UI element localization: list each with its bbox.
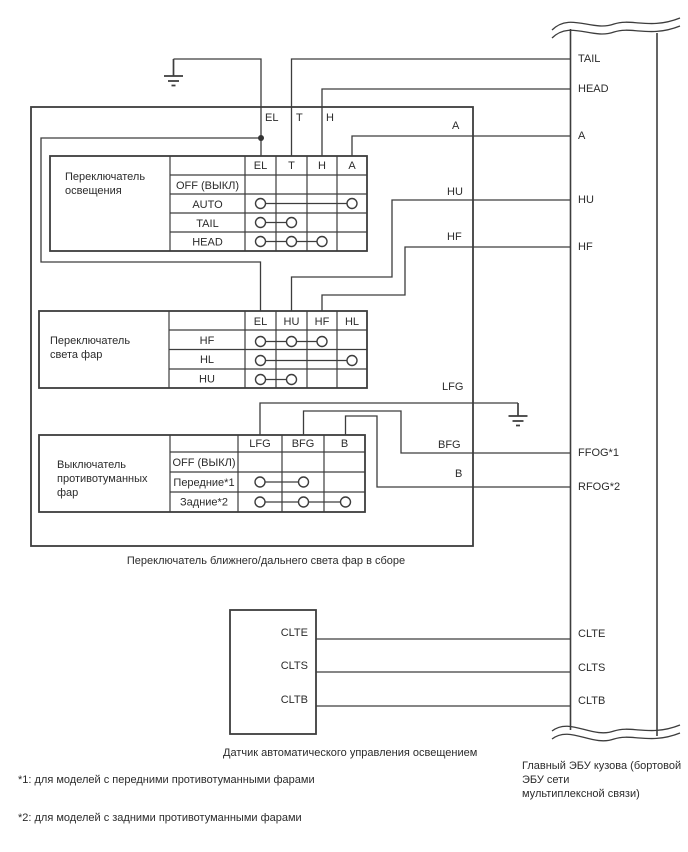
junction-dot xyxy=(258,135,264,141)
row-label: OFF (ВЫКЛ) xyxy=(176,180,239,192)
wire-b xyxy=(344,415,571,488)
bus-pin-a: A xyxy=(578,130,586,142)
table-title: Переключатель xyxy=(65,171,145,183)
bus-pin-clte: CLTE xyxy=(578,628,605,640)
wire-bfg xyxy=(302,410,571,454)
assembly-caption: Переключатель ближнего/дальнего света фа… xyxy=(127,555,405,567)
row-label: HF xyxy=(200,335,215,347)
column-header: EL xyxy=(254,316,267,328)
column-header: LFG xyxy=(249,438,270,450)
row-label: TAIL xyxy=(196,218,218,230)
column-header: HU xyxy=(284,316,300,328)
wire-lfg xyxy=(259,402,518,435)
table-title: Выключатель xyxy=(57,459,126,471)
table-grid xyxy=(168,311,367,388)
row-label: HEAD xyxy=(192,237,223,249)
column-header: B xyxy=(341,438,348,450)
column-header: EL xyxy=(254,160,267,172)
table-border xyxy=(38,434,366,513)
table-grid xyxy=(169,435,365,512)
pin-label-lfg: LFG xyxy=(442,381,463,393)
bus-pin-clts: CLTS xyxy=(578,662,605,674)
sensor-caption: Датчик автоматического управления освеще… xyxy=(223,747,477,759)
pin-label-a: A xyxy=(452,120,460,132)
contact-rows xyxy=(254,197,358,248)
wire-head xyxy=(321,88,571,156)
ecu-caption: ЭБУ сети xyxy=(522,774,569,786)
ecu-caption: мультиплексной связи) xyxy=(522,788,640,800)
row-label: HU xyxy=(199,374,215,386)
pin-labels: EL T H A HU HF LFG BFG B xyxy=(265,112,463,480)
pin-label-h: H xyxy=(326,112,334,124)
contact-rows xyxy=(254,335,358,386)
bus-pin-cltb: CLTB xyxy=(578,695,605,707)
table-border xyxy=(49,155,368,252)
column-header: A xyxy=(348,160,356,172)
pin-label-b: B xyxy=(455,468,462,480)
bus-pin-tail: TAIL xyxy=(578,53,600,65)
row-label: HL xyxy=(200,354,214,366)
pin-label-hf: HF xyxy=(447,231,462,243)
footnote-2: *2: для моделей с задними противотуманны… xyxy=(18,812,302,824)
wire-a xyxy=(351,135,571,156)
row-label: AUTO xyxy=(192,199,223,211)
column-header: H xyxy=(318,160,326,172)
footnote-1: *1: для моделей с передними противотуман… xyxy=(18,774,315,786)
wire-el xyxy=(40,58,262,311)
bus-pin-ffog: FFOG*1 xyxy=(578,447,619,459)
table-title: света фар xyxy=(50,349,102,361)
ecu-caption: Главный ЭБУ кузова (бортовой xyxy=(522,760,681,772)
contact-rows xyxy=(254,476,352,508)
ground-icon xyxy=(164,59,183,87)
column-header: BFG xyxy=(292,438,315,450)
pin-label-hu: HU xyxy=(447,186,463,198)
bus-pin-hu: HU xyxy=(578,194,594,206)
wire-tail xyxy=(290,58,571,156)
bus-pin-rfog: RFOG*2 xyxy=(578,481,620,493)
sensor-border xyxy=(229,609,317,735)
ground-icon xyxy=(508,403,528,427)
table-title: противотуманных xyxy=(57,473,148,485)
row-label: Задние*2 xyxy=(180,497,228,509)
light-switch-table: Переключатель освещения EL T H A OFF (ВЫ… xyxy=(49,155,368,252)
headlight-switch-table: Переключатель света фар EL HU HF HL HF H… xyxy=(38,310,368,389)
bus-pin-labels: TAIL HEAD A HU HF FFOG*1 RFOG*2 CLTE CLT… xyxy=(578,53,620,707)
table-title: фар xyxy=(57,487,78,499)
row-label: OFF (ВЫКЛ) xyxy=(172,457,235,469)
row-label: Передние*1 xyxy=(173,477,234,489)
table-title: освещения xyxy=(65,185,122,197)
bus-break-top-icon xyxy=(551,17,681,39)
wire-hu xyxy=(290,199,571,311)
sensor-pin-label: CLTE xyxy=(281,627,308,639)
sensor-pin-label: CLTS xyxy=(281,660,308,672)
bus-break-bottom-icon xyxy=(551,724,681,742)
column-header: HF xyxy=(315,316,330,328)
table-title: Переключатель xyxy=(50,335,130,347)
sensor-pin-label: CLTB xyxy=(281,694,308,706)
bus-pin-hf: HF xyxy=(578,241,593,253)
wire-hf xyxy=(321,246,571,311)
pin-label-bfg: BFG xyxy=(438,439,461,451)
dimmer-switch-assembly-box xyxy=(30,106,474,547)
wires xyxy=(40,58,571,707)
pin-label-el: EL xyxy=(265,112,278,124)
column-header: HL xyxy=(345,316,359,328)
bus-pin-head: HEAD xyxy=(578,83,609,95)
body-ecu-bus xyxy=(551,17,681,742)
pin-label-t: T xyxy=(296,112,303,124)
column-header: T xyxy=(288,160,295,172)
auto-light-sensor-box: CLTE CLTS CLTB xyxy=(229,609,317,735)
fog-switch-table: Выключатель противотуманных фар LFG BFG … xyxy=(38,434,366,513)
